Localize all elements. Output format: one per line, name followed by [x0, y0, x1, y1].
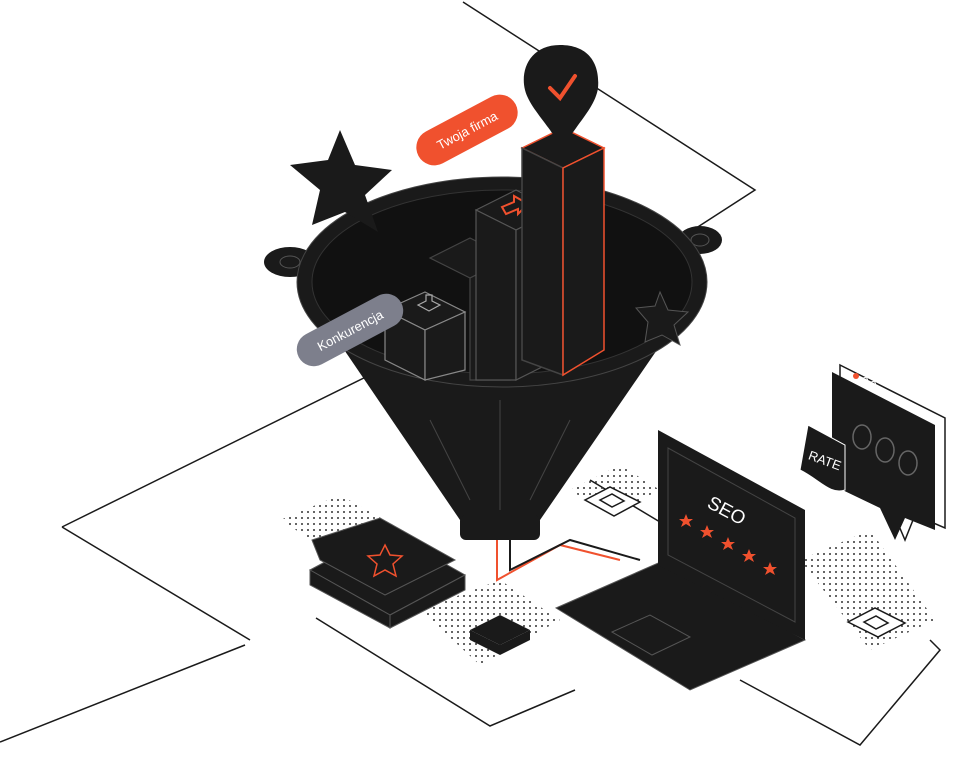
laptop-trackpad [610, 614, 692, 656]
bar-competition [383, 291, 467, 381]
rate-tag: RATE [799, 424, 846, 492]
cube-outline-icon [583, 486, 642, 517]
books-stack [308, 517, 467, 629]
rating-stars [679, 514, 777, 575]
background-lines [0, 1, 942, 746]
book-star-icon [366, 543, 404, 578]
star-icon [290, 130, 392, 232]
bar-chart [383, 127, 606, 381]
review-speech-bubble [832, 363, 946, 542]
your-company-pill: Twoja firma [416, 94, 518, 166]
typing-dots-icon [852, 424, 918, 476]
laptop: SEO [554, 430, 807, 691]
cube-icon [470, 615, 530, 655]
pipes [496, 538, 641, 582]
cube-outline-icon-right [846, 607, 907, 638]
location-pin-check-icon [523, 45, 599, 152]
star-icon-small [635, 290, 690, 347]
bar-your-company [520, 127, 606, 377]
